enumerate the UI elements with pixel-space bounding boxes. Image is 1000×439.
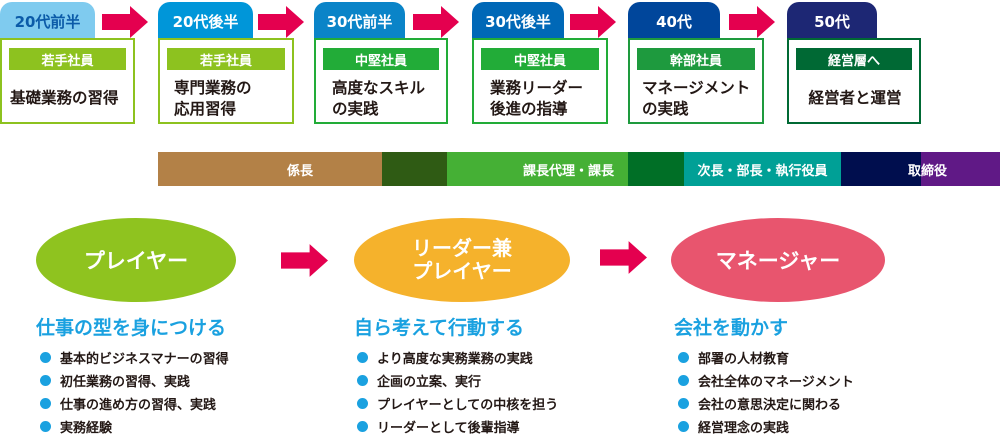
list-item-text: 会社の意思決定に関わる	[698, 398, 842, 413]
stage-box: 幹部社員 マネージメント の実践	[628, 38, 764, 124]
role-badge: 中堅社員	[323, 48, 439, 70]
list-item: より高度な実務業務の実践	[357, 346, 558, 369]
list-item-text: プレイヤーとしての中核を担う	[377, 398, 559, 413]
arrow-right-icon	[570, 6, 616, 38]
position-transition-2	[628, 152, 684, 186]
phase-heading: 会社を動かす	[674, 317, 789, 339]
position-label: 次長・部長・執行役員	[697, 163, 828, 179]
bullet-dot-icon	[357, 352, 368, 363]
list-item: 経営理念の実践	[678, 415, 854, 438]
list-item-text: 基本的ビジネスマナーの習得	[60, 352, 229, 367]
list-item-text: 会社全体のマネージメント	[698, 375, 854, 390]
list-item: 会社全体のマネージメント	[678, 369, 854, 392]
stage-age-tab: 30代前半	[314, 2, 405, 40]
role-badge: 若手社員	[9, 48, 126, 70]
list-item-text: 実務経験	[60, 421, 113, 436]
list-item-text: 企画の立案、実行	[377, 375, 482, 390]
list-item: 基本的ビジネスマナーの習得	[40, 346, 229, 369]
bullet-dot-icon	[40, 375, 51, 386]
position-label: 課長代理・課長	[522, 163, 614, 179]
stage-box: 中堅社員 高度なスキル の実践	[314, 38, 448, 124]
phase-heading: 自ら考えて行動する	[354, 317, 525, 339]
list-item: リーダーとして後輩指導	[357, 415, 558, 438]
list-item-text: より高度な実務業務の実践	[377, 352, 533, 367]
bullet-dot-icon	[357, 375, 368, 386]
phase-title-ellipse: リーダー兼 プレイヤー	[354, 218, 570, 302]
list-item: 部署の人材教育	[678, 346, 854, 369]
arrow-right-icon	[413, 6, 459, 38]
phase-bullet-list: 部署の人材教育 会社全体のマネージメント 会社の意思決定に関わる 経営理念の実践	[678, 346, 854, 438]
position-label: 締役	[921, 163, 948, 179]
stage-description: 業務リーダー 後進の指導	[490, 79, 584, 118]
phase-title-ellipse: プレイヤー	[36, 218, 236, 302]
stage-description: 基礎業務の習得	[10, 89, 119, 107]
list-item-text: 経営理念の実践	[698, 421, 790, 436]
bullet-dot-icon	[40, 352, 51, 363]
stage-age-tab: 50代	[787, 2, 877, 40]
phase-title-ellipse: マネージャー	[671, 218, 885, 302]
stage-box: 経営層へ 経営者と運営	[787, 38, 921, 124]
list-item: 仕事の進め方の習得、実践	[40, 392, 229, 415]
role-badge: 若手社員	[167, 48, 285, 70]
stage-age-tab: 30代後半	[472, 2, 564, 40]
list-item: 企画の立案、実行	[357, 369, 558, 392]
phase-title: マネージャー	[715, 249, 841, 273]
bullet-dot-icon	[357, 398, 368, 409]
position-torishimari: 締役	[921, 152, 1000, 186]
stage-box: 若手社員 専門業務の 応用習得	[158, 38, 294, 124]
position-label: 係長	[286, 163, 313, 179]
list-item-text: 初任業務の習得、実践	[60, 375, 191, 390]
arrow-right-icon	[729, 6, 775, 38]
bullet-dot-icon	[357, 421, 368, 432]
bullet-dot-icon	[40, 398, 51, 409]
stage-description: 専門業務の 応用習得	[174, 79, 252, 118]
position-kacho: 課長代理・課長	[447, 152, 628, 186]
position-torishimari-start: 取	[841, 152, 921, 186]
stage-age-tab: 20代前半	[0, 2, 95, 40]
position-label: 取	[907, 163, 921, 179]
stage-box: 若手社員 基礎業務の習得	[0, 38, 135, 124]
stage-description: 高度なスキル の実践	[332, 79, 426, 118]
bullet-dot-icon	[678, 398, 689, 409]
role-badge: 幹部社員	[637, 48, 755, 70]
stage-age-tab: 20代後半	[158, 2, 253, 40]
bullet-dot-icon	[40, 421, 51, 432]
position-bucho: 次長・部長・執行役員	[684, 152, 841, 186]
arrow-right-icon	[600, 241, 647, 274]
stage-description: マネージメント の実践	[642, 79, 751, 118]
bullet-dot-icon	[678, 352, 689, 363]
arrow-right-icon	[258, 6, 304, 38]
position-transition-1	[382, 152, 447, 186]
list-item: 実務経験	[40, 415, 229, 438]
stage-age-tab: 40代	[628, 2, 720, 40]
bullet-dot-icon	[678, 421, 689, 432]
arrow-right-icon	[102, 6, 148, 38]
stage-description: 経営者と運営	[808, 89, 902, 107]
list-item-text: 部署の人材教育	[698, 352, 790, 367]
arrow-right-icon	[281, 244, 328, 277]
stage-box: 中堅社員 業務リーダー 後進の指導	[472, 38, 608, 124]
role-badge: 中堅社員	[481, 48, 599, 70]
role-badge: 経営層へ	[796, 48, 912, 70]
phase-bullet-list: より高度な実務業務の実践 企画の立案、実行 プレイヤーとしての中核を担う リーダ…	[357, 346, 558, 438]
list-item: プレイヤーとしての中核を担う	[357, 392, 558, 415]
bullet-dot-icon	[678, 375, 689, 386]
list-item-text: リーダーとして後輩指導	[377, 421, 520, 436]
list-item-text: 仕事の進め方の習得、実践	[60, 398, 217, 413]
phase-heading: 仕事の型を身につける	[36, 317, 227, 339]
phase-bullet-list: 基本的ビジネスマナーの習得 初任業務の習得、実践 仕事の進め方の習得、実践 実務…	[40, 346, 229, 438]
phase-title: プレイヤー	[83, 249, 189, 273]
position-kakaricho: 係長	[158, 152, 382, 186]
list-item: 会社の意思決定に関わる	[678, 392, 854, 415]
phase-title-line1: リーダー兼	[412, 236, 512, 260]
list-item: 初任業務の習得、実践	[40, 369, 229, 392]
phase-title-line2: プレイヤー	[412, 259, 512, 283]
